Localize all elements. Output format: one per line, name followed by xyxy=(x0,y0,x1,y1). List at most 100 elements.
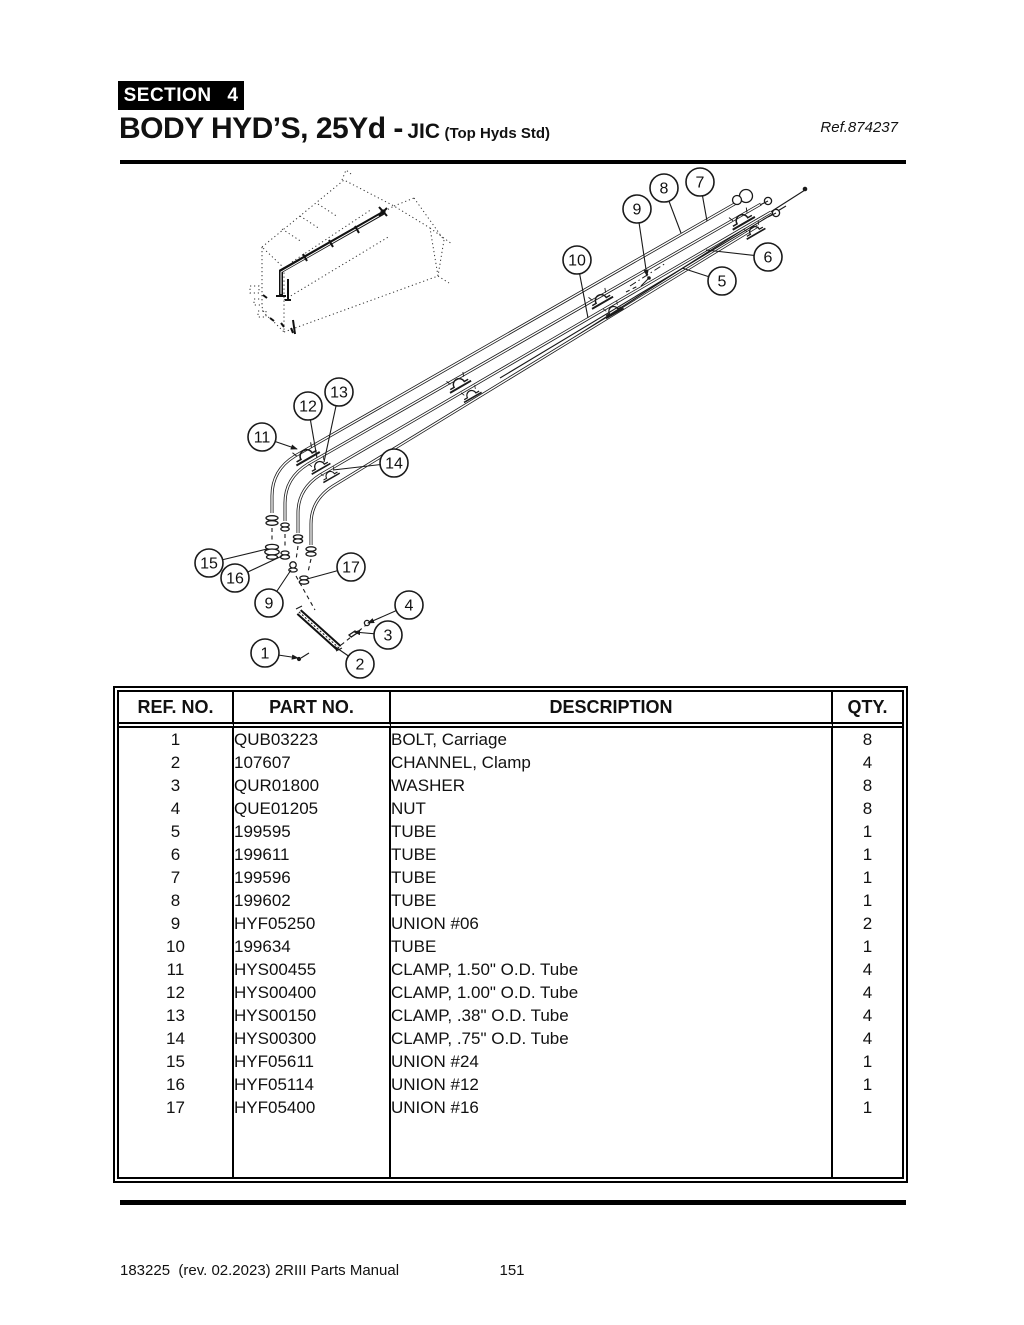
qty-cell: 1 xyxy=(862,845,873,864)
callout-number: 4 xyxy=(405,598,414,615)
callout-16 xyxy=(220,563,250,593)
callout-number: 7 xyxy=(696,175,705,192)
desc-cell: CLAMP, 1.00" O.D. Tube xyxy=(391,981,833,1004)
part-cell: HYS00455 xyxy=(234,958,391,981)
qty-cell: 1 xyxy=(862,937,873,956)
title-main: BODY HYD’S, 25Yd - xyxy=(119,112,403,145)
desc-cell: CLAMP, 1.50" O.D. Tube xyxy=(391,958,833,981)
callout-12 xyxy=(293,391,323,421)
callout-number: 14 xyxy=(385,456,403,473)
callout-3 xyxy=(373,620,403,650)
callout-1 xyxy=(250,638,280,668)
qty-cell: 4 xyxy=(862,753,873,772)
ref-cell: 3 xyxy=(119,774,234,797)
desc-cell: WASHER xyxy=(391,774,833,797)
part-cell: QUR01800 xyxy=(234,774,391,797)
footer-doc-info: 183225 (rev. 02.2023) 2RIII Parts Manual xyxy=(120,1262,400,1279)
callout-number: 1 xyxy=(261,646,270,663)
ref-cell: 1 xyxy=(119,728,234,751)
qty-cell: 4 xyxy=(862,1029,873,1048)
section-badge: SECTION 4 xyxy=(118,81,244,110)
callout-13 xyxy=(324,377,354,407)
section-badge-label: SECTION 4 xyxy=(123,85,239,106)
table-filler-row xyxy=(119,1119,902,1177)
desc-cell: CLAMP, .75" O.D. Tube xyxy=(391,1027,833,1050)
dump-body-sketch xyxy=(249,169,453,335)
callout-number: 6 xyxy=(764,250,773,267)
callout-number: 15 xyxy=(200,556,218,573)
qty-cell: 8 xyxy=(862,776,873,795)
qty-cell: 1 xyxy=(862,1075,873,1094)
callout-4 xyxy=(394,590,424,620)
qty-cell: 4 xyxy=(862,1006,873,1025)
header-rule xyxy=(120,160,906,164)
desc-cell: CLAMP, .38" O.D. Tube xyxy=(391,1004,833,1027)
title-type-label: JIC xyxy=(407,120,440,143)
desc-cell: UNION #06 xyxy=(391,912,833,935)
table-header-row: REF. NO. PART NO. DESCRIPTION QTY. xyxy=(119,692,902,728)
qty-cell: 8 xyxy=(862,730,873,749)
ref-cell: 13 xyxy=(119,1004,234,1027)
ref-cell: 6 xyxy=(119,843,234,866)
empty-cell xyxy=(234,1119,391,1177)
callout-6 xyxy=(753,242,783,272)
callout-number: 3 xyxy=(384,628,393,645)
qty-cell: 8 xyxy=(862,799,873,818)
part-cell: 199595 xyxy=(234,820,391,843)
part-cell: HYS00400 xyxy=(234,981,391,1004)
part-no-header: PART NO. xyxy=(234,692,391,728)
ref-number: Ref.874237 xyxy=(820,119,898,136)
callout-15 xyxy=(194,548,224,578)
callout-number: 13 xyxy=(330,385,348,402)
qty-cell: 1 xyxy=(862,891,873,910)
title-note: (Top Hyds Std) xyxy=(444,125,550,142)
footer-page-number: 151 xyxy=(499,1262,525,1279)
callout-number: 10 xyxy=(568,253,586,270)
ref-cell: 8 xyxy=(119,889,234,912)
desc-cell: CHANNEL, Clamp xyxy=(391,751,833,774)
desc-cell: NUT xyxy=(391,797,833,820)
callout-10 xyxy=(562,245,592,275)
part-cell: QUE01205 xyxy=(234,797,391,820)
qty-cell: 2 xyxy=(862,914,873,933)
callout-number: 9 xyxy=(265,596,274,613)
callout-number: 12 xyxy=(299,399,317,416)
empty-cell xyxy=(119,1119,234,1177)
ref-cell: 4 xyxy=(119,797,234,820)
ref-cell: 9 xyxy=(119,912,234,935)
part-cell: 199596 xyxy=(234,866,391,889)
ref-cell: 10 xyxy=(119,935,234,958)
description-header: DESCRIPTION xyxy=(391,692,833,728)
ref-cell: 15 xyxy=(119,1050,234,1073)
ref-no-header: REF. NO. xyxy=(119,692,234,728)
callout-number: 11 xyxy=(254,430,271,447)
part-cell: HYF05611 xyxy=(234,1050,391,1073)
callout-number: 16 xyxy=(226,571,244,588)
channel-clamp-assembly xyxy=(295,605,371,662)
qty-cell: 4 xyxy=(862,960,873,979)
desc-cell: TUBE xyxy=(391,866,833,889)
qty-cell: 4 xyxy=(862,983,873,1002)
callout-number: 2 xyxy=(356,657,365,674)
desc-cell: TUBE xyxy=(391,843,833,866)
desc-cell: BOLT, Carriage xyxy=(391,728,833,751)
callout-14 xyxy=(379,448,409,478)
part-cell: 199602 xyxy=(234,889,391,912)
footer-rule xyxy=(120,1200,906,1205)
part-cell: HYF05400 xyxy=(234,1096,391,1119)
callout-number: 17 xyxy=(342,560,360,577)
callout-number: 5 xyxy=(718,274,727,291)
part-cell: 199611 xyxy=(234,843,391,866)
qty-cell: 1 xyxy=(862,868,873,887)
empty-cell xyxy=(833,1119,902,1177)
ref-cell: 2 xyxy=(119,751,234,774)
part-cell: HYS00300 xyxy=(234,1027,391,1050)
